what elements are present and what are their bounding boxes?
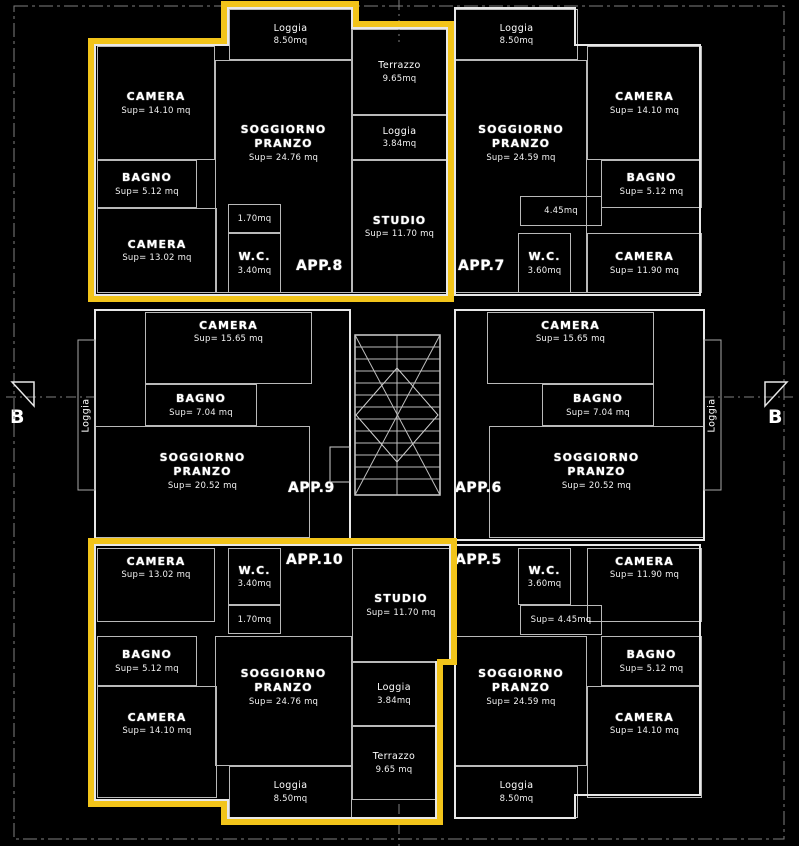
app5-disimpegno: Sup= 4.45mq xyxy=(520,605,602,635)
app8-terrazzo: Terrazzo 9.65mq xyxy=(352,29,447,115)
app9-camera: CAMERA Sup= 15.65 mq xyxy=(145,312,312,384)
app7-label: APP.7 xyxy=(458,258,505,274)
app8-loggia-side: Loggia 3.84mq xyxy=(352,115,447,160)
app10-label: APP.10 xyxy=(286,552,344,568)
app9-bagno: BAGNO Sup= 7.04 mq xyxy=(145,384,257,426)
app6-label: APP.6 xyxy=(455,480,502,496)
app10-camera-bottom: CAMERA Sup= 14.10 mq xyxy=(97,686,217,798)
app8-wc: W.C. 3.40mq xyxy=(228,233,281,293)
app5-loggia-bottom: Loggia 8.50mq xyxy=(455,766,578,818)
shaft xyxy=(329,446,351,483)
app5-wc: W.C. 3.60mq xyxy=(518,548,571,605)
app10-soggiorno: SOGGIORNO PRANZO Sup= 24.76 mq xyxy=(215,636,352,766)
app8-camera-bottom: CAMERA Sup= 13.02 mq xyxy=(97,208,217,293)
app7-camera-top: CAMERA Sup= 14.10 mq xyxy=(587,46,702,160)
app8-label: APP.8 xyxy=(296,258,343,274)
app8-ripostiglio: 1.70mq xyxy=(228,204,281,233)
app9-label: APP.9 xyxy=(288,480,335,496)
app10-camera-top: CAMERA Sup= 13.02 mq xyxy=(97,548,215,622)
app7-disimpegno: 4.45mq xyxy=(520,196,602,226)
app8-loggia-top: Loggia 8.50mq xyxy=(229,9,352,60)
staircase-treads xyxy=(355,346,440,480)
app6-loggia-label: Loggia xyxy=(706,398,718,433)
app10-terrazzo: Terrazzo 9.65 mq xyxy=(352,726,436,800)
app5-label: APP.5 xyxy=(455,552,502,568)
app7-camera-bottom: CAMERA Sup= 11.90 mq xyxy=(587,233,702,293)
app7-loggia-top: Loggia 8.50mq xyxy=(455,9,578,60)
staircase-outline xyxy=(354,334,441,496)
section-marker-b-right: B xyxy=(768,406,783,428)
app10-ripostiglio: 1.70mq xyxy=(228,605,281,634)
app8-bagno: BAGNO Sup= 5.12 mq xyxy=(97,160,197,208)
app6-bagno: BAGNO Sup= 7.04 mq xyxy=(542,384,654,426)
app5-camera-top: CAMERA Sup= 11.90 mq xyxy=(587,548,702,622)
app9-loggia-label: Loggia xyxy=(80,398,92,433)
app6-soggiorno: SOGGIORNO PRANZO Sup= 20.52 mq xyxy=(489,426,704,538)
app5-bagno: BAGNO Sup= 5.12 mq xyxy=(601,636,702,686)
section-triangle-left xyxy=(10,381,35,408)
app10-studio: STUDIO Sup= 11.70 mq xyxy=(352,548,450,662)
app7-wc: W.C. 3.60mq xyxy=(518,233,571,293)
app5-soggiorno: SOGGIORNO PRANZO Sup= 24.59 mq xyxy=(455,636,587,766)
app10-bagno: BAGNO Sup= 5.12 mq xyxy=(97,636,197,686)
app10-loggia-bottom: Loggia 8.50mq xyxy=(229,766,352,818)
app6-camera: CAMERA Sup= 15.65 mq xyxy=(487,312,654,384)
app7-bagno: BAGNO Sup= 5.12 mq xyxy=(601,160,702,208)
app8-camera-top: CAMERA Sup= 14.10 mq xyxy=(97,46,215,160)
app8-studio: STUDIO Sup= 11.70 mq xyxy=(352,160,447,293)
staircase-diamond xyxy=(355,367,439,463)
staircase-direction-lines xyxy=(354,334,441,496)
section-marker-b-left: B xyxy=(10,406,25,428)
section-triangle-right xyxy=(764,381,789,408)
app5-camera-bottom: CAMERA Sup= 14.10 mq xyxy=(587,686,702,798)
app10-wc: W.C. 3.40mq xyxy=(228,548,281,605)
app10-loggia-side: Loggia 3.84mq xyxy=(352,662,436,726)
app9-soggiorno: SOGGIORNO PRANZO Sup= 20.52 mq xyxy=(95,426,310,538)
